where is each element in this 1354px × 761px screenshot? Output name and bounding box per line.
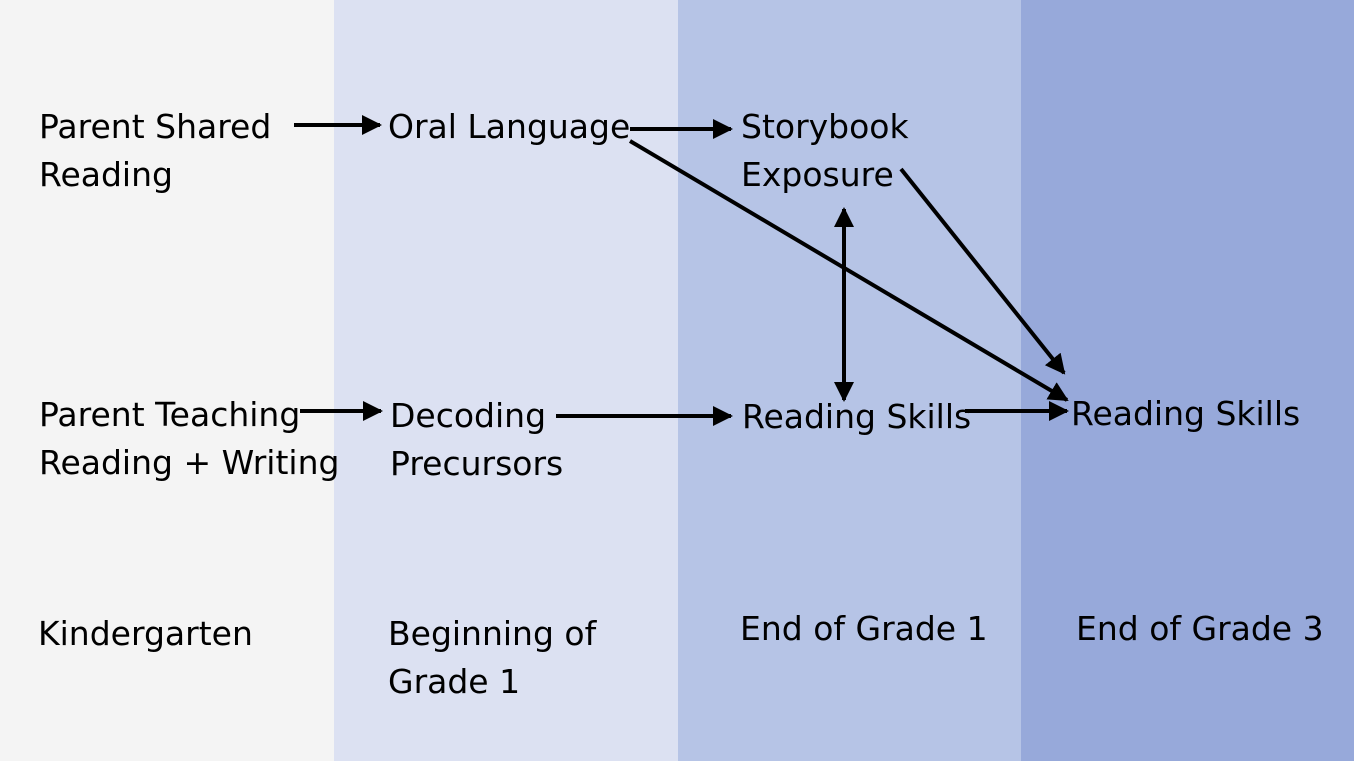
period-label-end-grade-3: End of Grade 3 xyxy=(1076,609,1324,648)
node-decoding-precursors: Decoding Precursors xyxy=(390,396,564,483)
node-parent-shared-reading: Parent Shared Reading xyxy=(39,107,272,194)
node-oral-language: Oral Language xyxy=(388,107,631,146)
edge-storybook-to-reading-g3 xyxy=(899,167,1066,375)
node-storybook-exposure: Storybook Exposure xyxy=(741,107,909,194)
band-kindergarten xyxy=(0,0,334,761)
node-reading-skills-grade-1: Reading Skills xyxy=(742,397,972,436)
period-label-kindergarten: Kindergarten xyxy=(38,614,253,653)
node-reading-skills-grade-3: Reading Skills xyxy=(1071,394,1301,433)
period-label-beginning-grade-1: Beginning of Grade 1 xyxy=(388,614,597,701)
node-parent-teaching-reading-writing: Parent Teaching Reading + Writing xyxy=(39,395,340,482)
period-label-end-grade-1: End of Grade 1 xyxy=(740,609,988,648)
band-beginning-grade-1 xyxy=(334,0,678,761)
band-end-grade-3 xyxy=(1021,0,1354,761)
